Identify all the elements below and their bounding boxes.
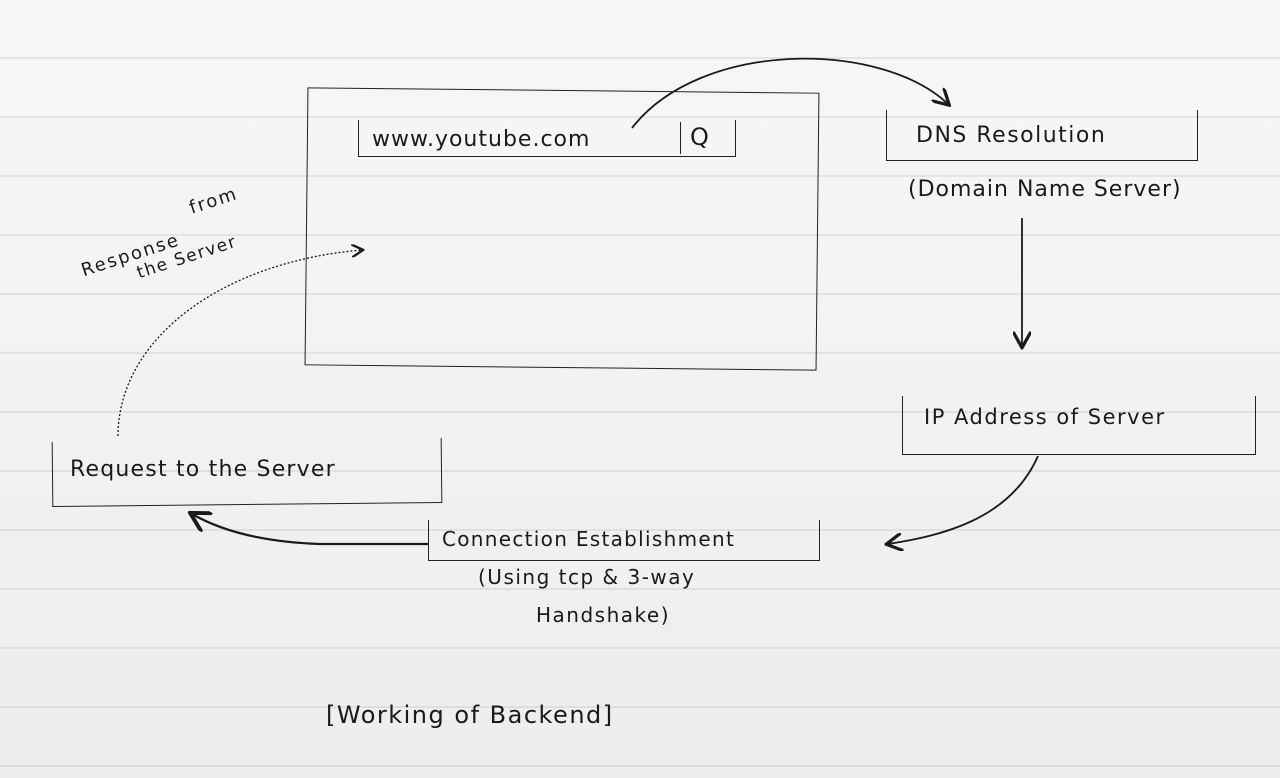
request-label: Request to the Server: [70, 457, 336, 482]
address-bar: [358, 120, 736, 157]
response-annotation: Response from the Server: [70, 171, 291, 302]
connection-title: Connection Establishment: [442, 527, 736, 551]
diagram-caption: [Working of Backend]: [326, 701, 614, 729]
connection-detail-line2: Handshake): [536, 603, 670, 627]
ip-box: [902, 396, 1256, 455]
dns-box: [886, 110, 1198, 161]
address-bar-divider: [680, 122, 681, 154]
address-bar-url: www.youtube.com: [372, 127, 591, 152]
response-word2: from: [186, 183, 241, 219]
arrow-connection-to-request: [192, 514, 428, 546]
search-icon: Q: [690, 123, 709, 151]
dns-subtitle: (Domain Name Server): [908, 177, 1182, 202]
ip-label: IP Address of Server: [924, 405, 1166, 429]
dns-title: DNS Resolution: [916, 123, 1107, 148]
connection-detail-line1: (Using tcp & 3-way: [478, 565, 696, 589]
arrow-ip-to-connection: [888, 455, 1039, 544]
connection-box: [428, 520, 820, 561]
